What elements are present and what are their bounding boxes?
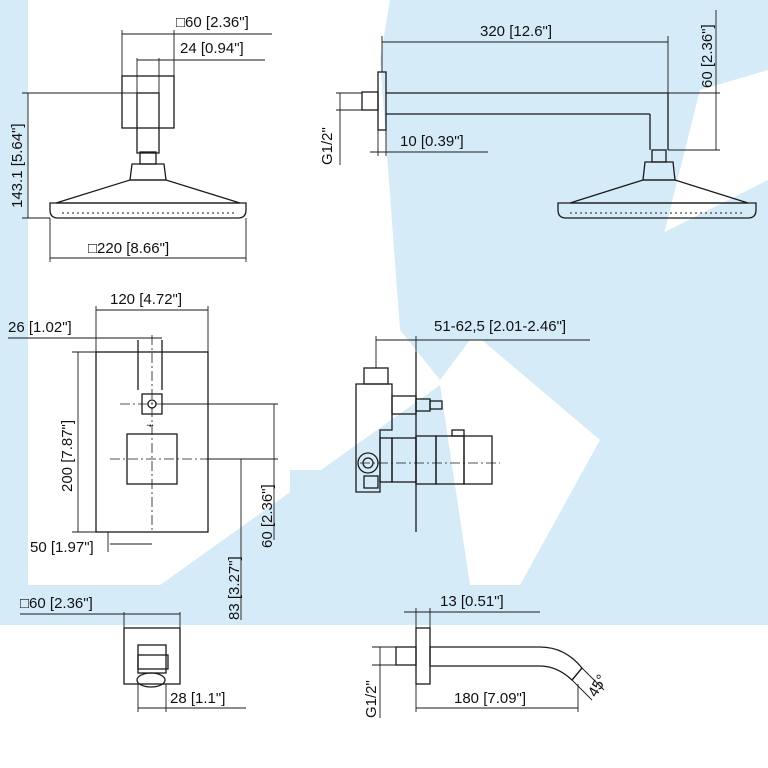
shower-arm-side-view: [336, 10, 757, 219]
spout-view: [372, 608, 605, 718]
label-arm-drop: 60 [2.36"]: [699, 24, 716, 88]
label-lower-offset: 83 [3.27"]: [226, 556, 243, 620]
label-plate-width: 120 [4.72"]: [110, 291, 182, 308]
label-arm-length: 320 [12.6"]: [480, 23, 552, 40]
label-handle-offset: 50 [1.97"]: [30, 539, 94, 556]
valve-front-view: •●•: [8, 306, 278, 620]
label-wall-depth: 51-62,5 [2.01-2.46"]: [434, 318, 566, 335]
diverter-view: [20, 612, 246, 712]
label-spout-length: 180 [7.09"]: [454, 690, 526, 707]
label-spout-thread: G1/2": [363, 680, 380, 718]
label-arm-width: 24 [0.94"]: [180, 40, 244, 57]
label-head-diameter: □220 [8.66"]: [88, 240, 169, 257]
label-head-flange: □60 [2.36"]: [176, 14, 249, 31]
valve-side-view: [355, 336, 590, 532]
label-diverter-flange: □60 [2.36"]: [20, 595, 93, 612]
shower-head-front-view: [22, 30, 272, 262]
label-arm-thread: G1/2": [319, 127, 336, 165]
label-center-spacing: 60 [2.36"]: [259, 484, 276, 548]
label-spout-angle: 45°: [585, 672, 611, 700]
label-plate-height: 200 [7.87"]: [59, 420, 76, 492]
watermark-logo: [0, 0, 768, 625]
label-spout-flange: 13 [0.51"]: [440, 593, 504, 610]
label-head-height: 143.1 [5.64"]: [9, 123, 26, 208]
label-arm-offset: 10 [0.39"]: [400, 133, 464, 150]
label-plate-offset: 26 [1.02"]: [8, 319, 72, 336]
label-diverter-depth: 28 [1.1"]: [170, 690, 225, 707]
svg-text:•●•: •●•: [147, 423, 154, 429]
